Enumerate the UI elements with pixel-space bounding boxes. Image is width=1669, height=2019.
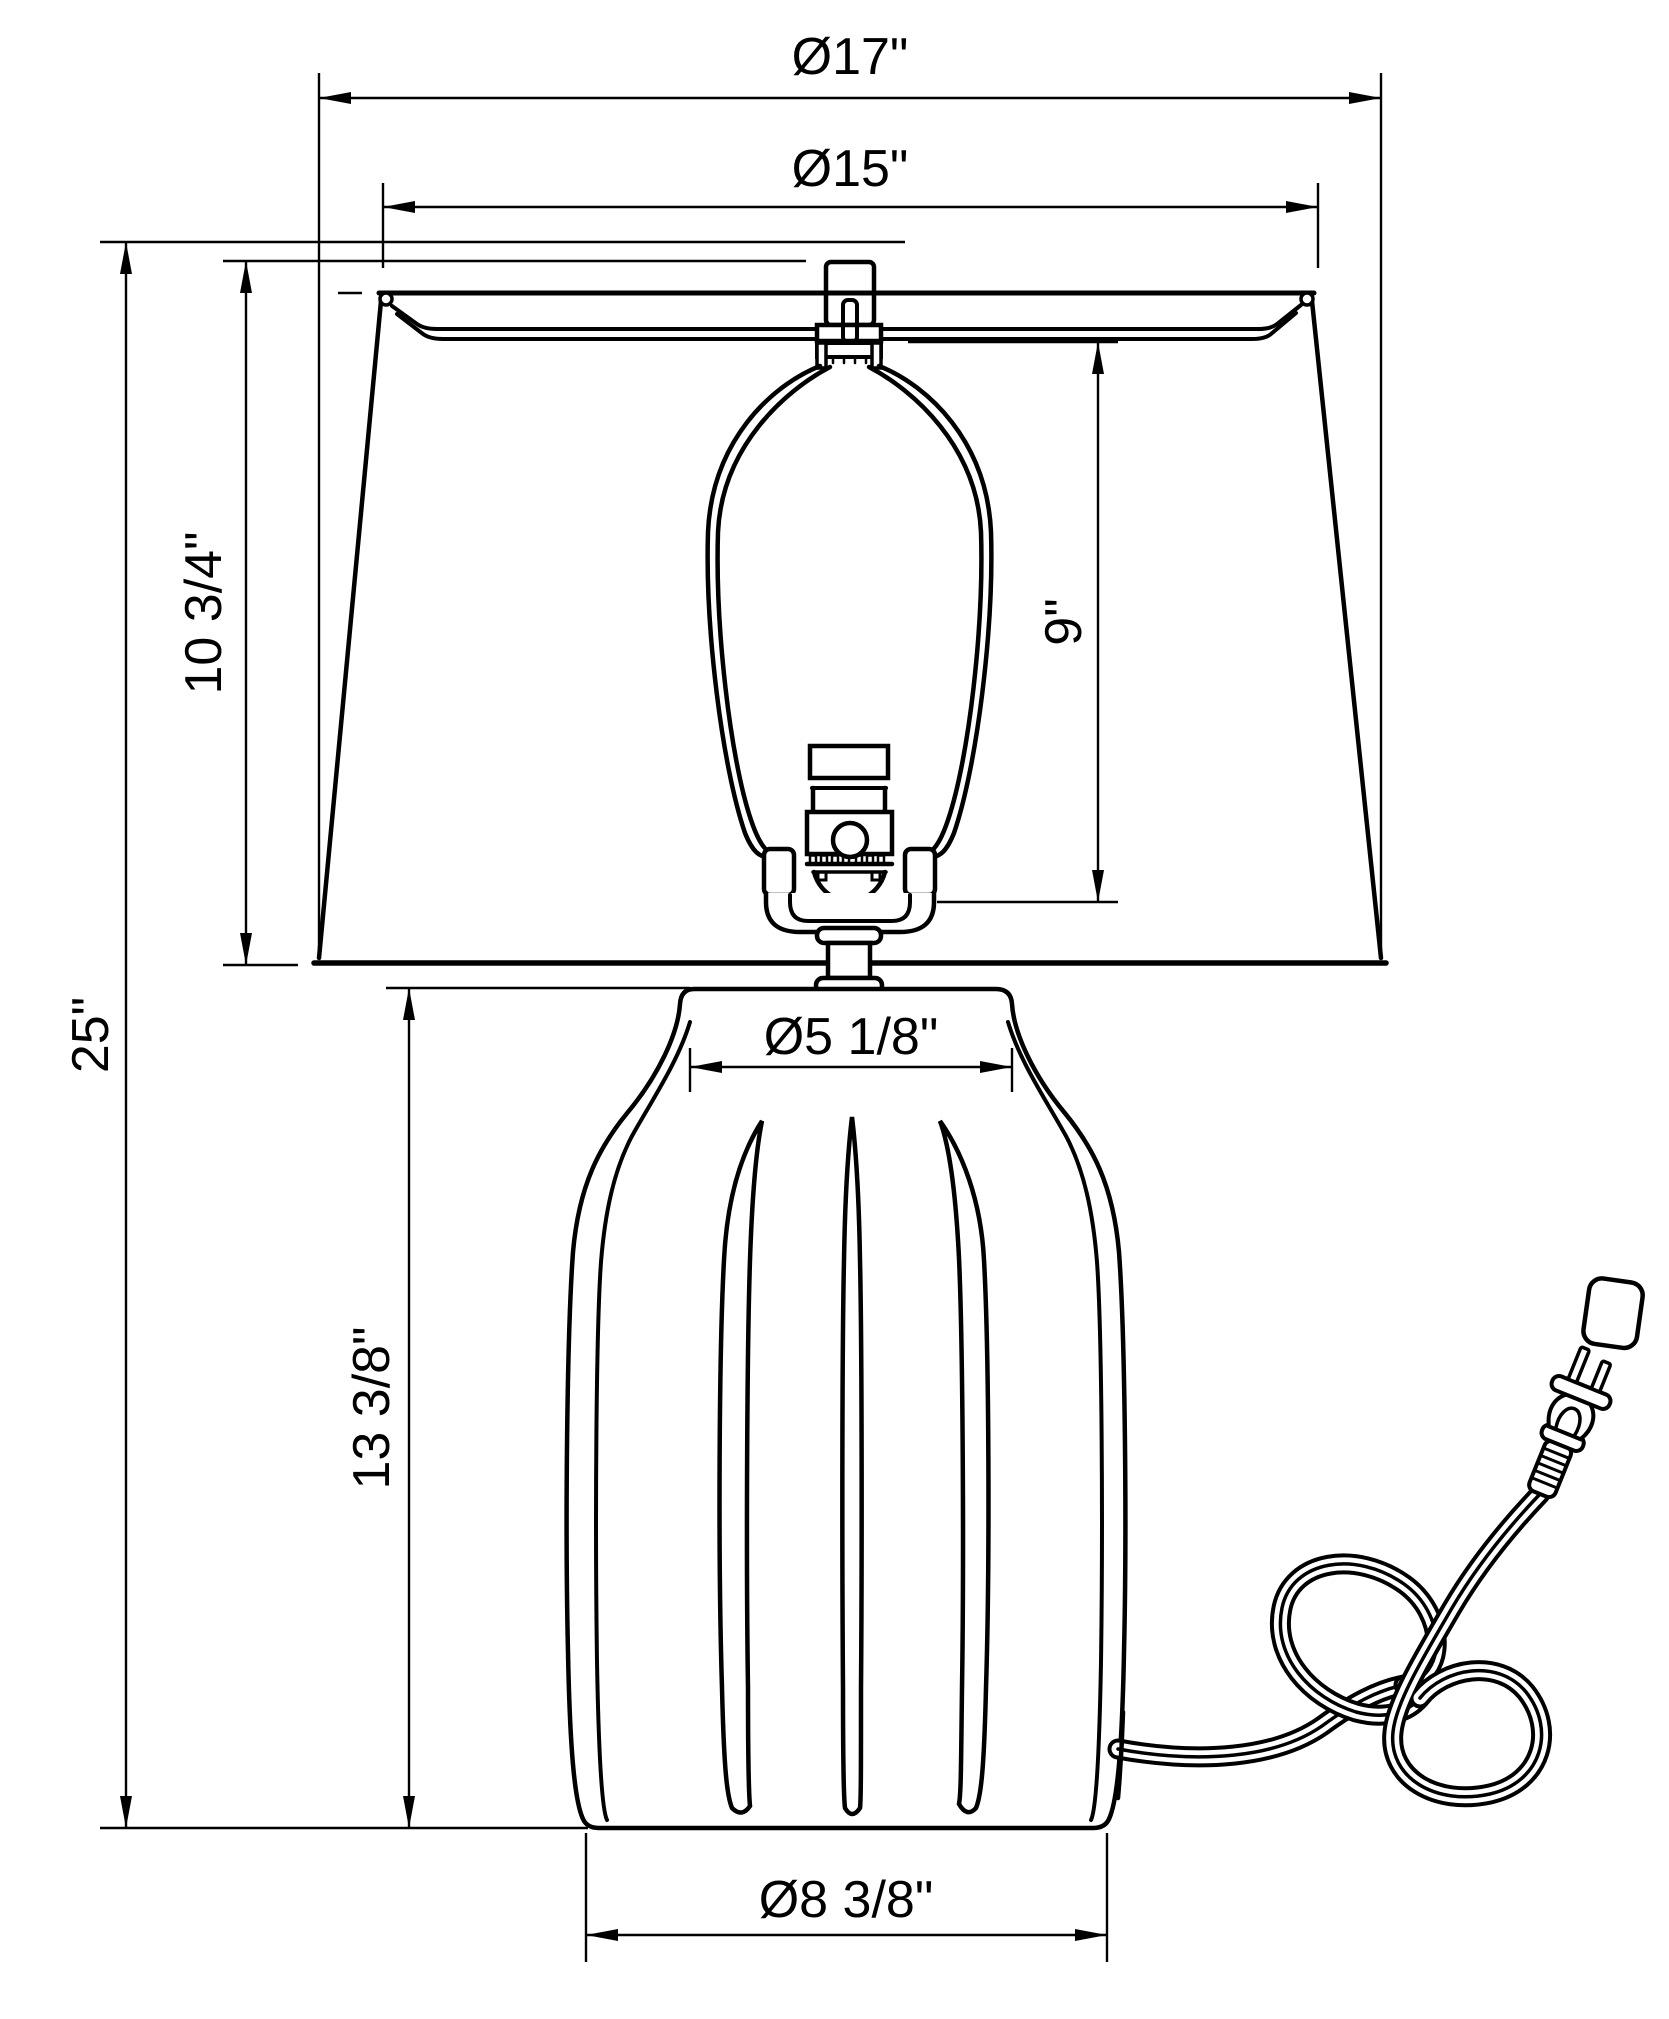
lamp-neck — [813, 925, 885, 996]
harp — [705, 341, 994, 860]
body-outline — [564, 986, 1128, 1831]
body-flute-left — [717, 1119, 765, 1815]
socket — [804, 743, 895, 920]
body-flute-center — [840, 1116, 864, 1817]
dimension-arrowheads — [120, 92, 1381, 1941]
plug-prong — [1566, 1345, 1591, 1384]
finial — [814, 259, 884, 344]
dim-label-shade-height: 10 3/4" — [175, 531, 233, 694]
dim-label-body-height: 13 3/8" — [343, 1326, 401, 1489]
dim-label-shade-bottom-diameter: Ø17" — [792, 28, 909, 86]
dimension-lines — [100, 73, 1383, 1962]
lamp-body — [564, 986, 1128, 1831]
harp-saddle — [761, 846, 938, 935]
power-plug — [1527, 1276, 1645, 1500]
lamp-shade — [311, 290, 1389, 966]
power-cord — [1107, 1483, 1552, 1808]
body-flute-right — [937, 1119, 991, 1815]
dim-label-shade-top-diameter: Ø15" — [792, 140, 909, 198]
dimension-labels: Ø17" Ø15" 10 3/4" 9" 25" 13 3/8" Ø5 1/8"… — [62, 28, 1093, 1929]
dim-label-harp-height: 9" — [1035, 598, 1093, 645]
switch-knob — [830, 820, 870, 860]
cord-loop-right — [1382, 1483, 1552, 1808]
dim-label-body-top-diameter: Ø5 1/8" — [764, 1008, 939, 1066]
dim-label-overall-height: 25" — [62, 997, 120, 1073]
plug-prong — [1590, 1359, 1612, 1394]
cord-strand-in — [1107, 1674, 1415, 1768]
dim-label-body-bottom-diameter: Ø8 3/8" — [759, 1871, 934, 1929]
plug-safety-cap — [1581, 1276, 1645, 1351]
